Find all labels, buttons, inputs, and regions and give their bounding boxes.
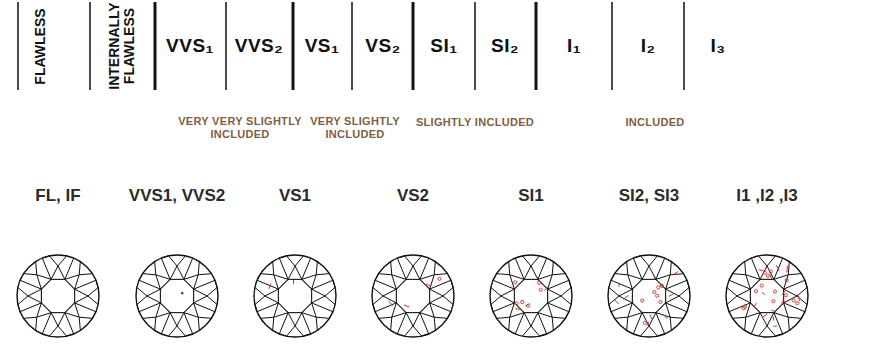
diamond-top-view — [726, 255, 808, 337]
grade-code: VVS₁ — [166, 35, 214, 57]
diamond-top-view — [490, 255, 572, 337]
grade-code: I₃ — [710, 35, 725, 57]
diamond-label: I1 ,I2 ,I3 — [736, 186, 797, 206]
grade-name: INTERNALLY FLAWLESS — [107, 2, 137, 90]
grade-code: I₁ — [567, 35, 581, 57]
scale-dividers — [18, 2, 684, 90]
diamond-top-view — [17, 255, 99, 337]
diamond-label: VS1 — [279, 186, 311, 206]
grade-group: VERY SLIGHTLY INCLUDED — [308, 115, 403, 141]
grade-name: FLAWLESS — [33, 1, 48, 91]
diamond-top-view — [608, 255, 690, 337]
diamond-label: FL, IF — [35, 186, 80, 206]
grade-code: VS₁ — [305, 35, 340, 57]
grade-group: VERY VERY SLIGHTLY INCLUDED — [173, 115, 308, 141]
grade-code: I₂ — [641, 35, 656, 57]
diamond-label: VVS1, VVS2 — [129, 186, 225, 206]
grade-group: SLIGHTLY INCLUDED — [416, 116, 534, 129]
grade-code: VVS₂ — [235, 35, 283, 57]
diamond-label: SI1 — [518, 186, 544, 206]
diamond-illustrations — [17, 255, 808, 337]
grade-code: SI₂ — [491, 35, 519, 57]
diamond-label: VS2 — [397, 186, 429, 206]
grade-group: INCLUDED — [625, 116, 684, 129]
grade-code: SI₁ — [430, 35, 457, 57]
diamond-top-view — [254, 255, 336, 337]
grade-code: VS₂ — [365, 35, 400, 57]
diamond-label: SI2, SI3 — [619, 186, 679, 206]
diamond-top-view — [372, 255, 454, 337]
diamond-top-view — [136, 255, 218, 337]
